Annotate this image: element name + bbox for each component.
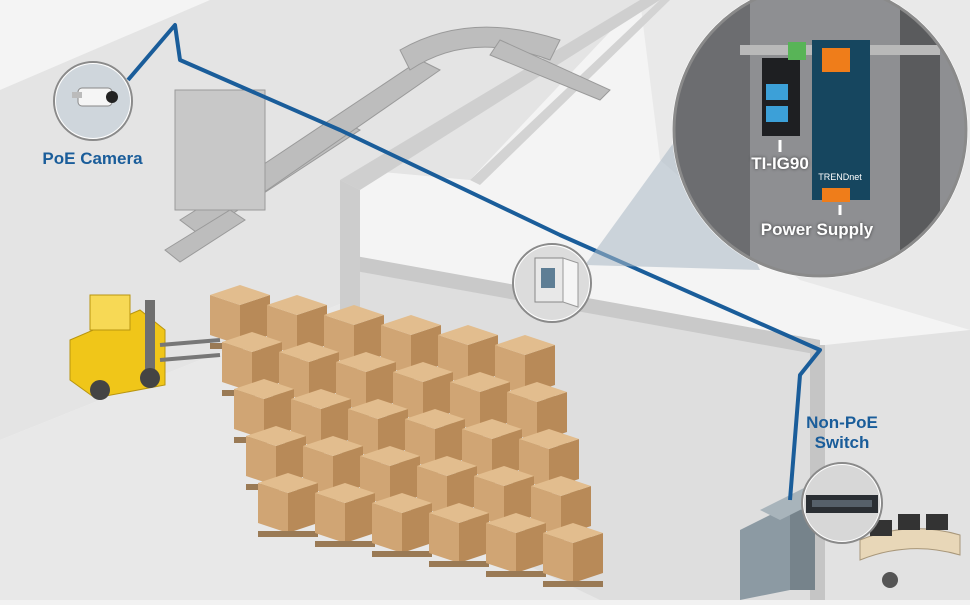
security-camera-icon: [72, 87, 118, 107]
enclosure-cabinet-icon: [534, 257, 579, 308]
cardboard-box: [315, 483, 375, 547]
power-supply-label: Power Supply: [760, 220, 874, 239]
cardboard-box: [372, 493, 432, 557]
power-supply-unit: TRENDnet: [812, 40, 870, 202]
forklift: [69, 294, 221, 400]
ti-ig90-label: TI-IG90: [751, 154, 809, 173]
ti-ig90-injector: [762, 42, 806, 136]
non-poe-switch-label-line1: Non-PoE: [806, 413, 878, 432]
network-switch-icon: [806, 495, 878, 513]
device-brand-text: TRENDnet: [818, 172, 862, 182]
conveyor-system: [164, 26, 611, 263]
inventory-boxes: [210, 285, 603, 587]
cardboard-box: [258, 473, 318, 537]
non-poe-switch-label-line2: Switch: [814, 433, 870, 452]
cardboard-box: [543, 523, 603, 587]
cardboard-box: [405, 409, 465, 473]
non-poe-switch-label: Non-PoE Switch: [782, 413, 902, 453]
cardboard-box: [486, 513, 546, 577]
cardboard-box: [429, 503, 489, 567]
poe-camera-label: PoE Camera: [42, 149, 143, 168]
network-cable: [126, 23, 822, 501]
cardboard-box: [324, 305, 384, 369]
enclosure-cabinet-inset: [512, 243, 592, 323]
non-poe-switch-inset: [801, 462, 883, 544]
poe-camera-inset: [53, 61, 133, 141]
